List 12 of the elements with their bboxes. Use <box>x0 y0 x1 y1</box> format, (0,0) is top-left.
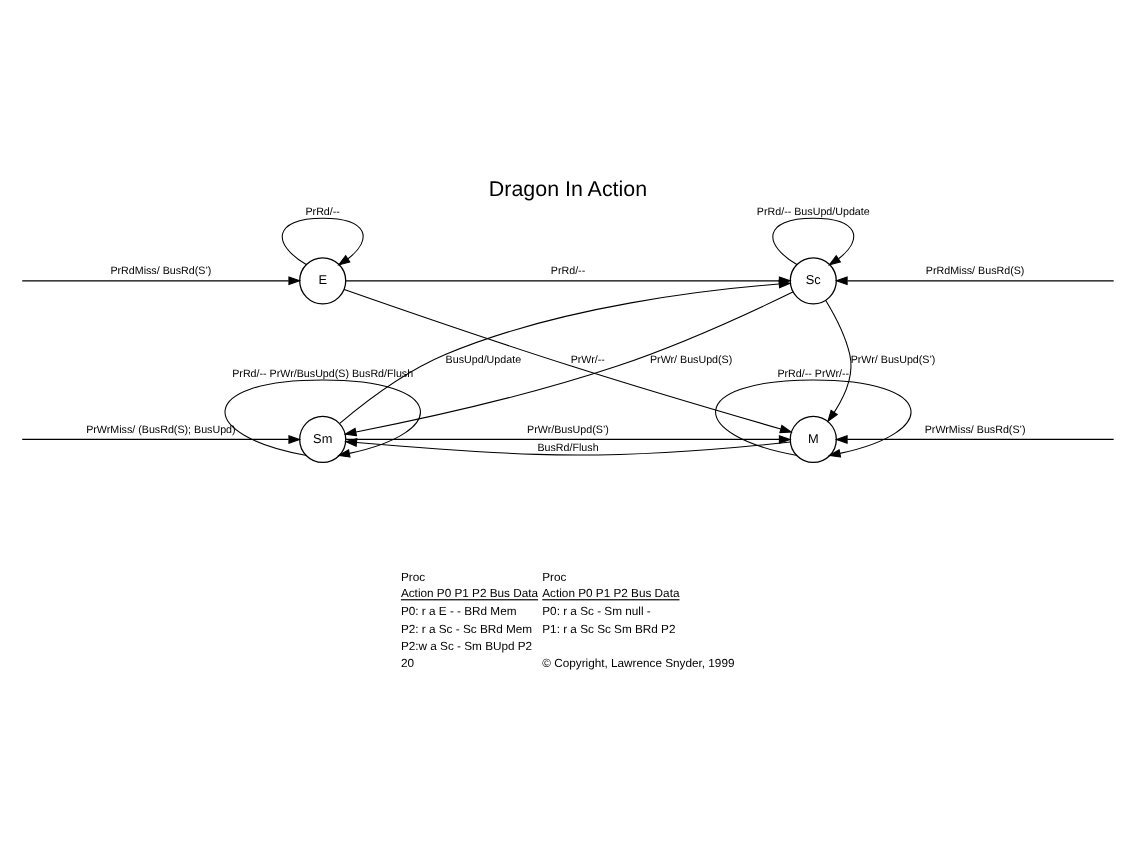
diagram-title: Dragon In Action <box>488 177 648 202</box>
arrow <box>772 217 855 266</box>
arrow <box>281 217 364 266</box>
arrow <box>834 276 1115 286</box>
arrow <box>21 276 302 286</box>
arrow <box>715 379 912 458</box>
arrow <box>345 434 792 444</box>
arrow <box>21 434 302 444</box>
arrow <box>224 379 421 458</box>
arrow <box>344 438 791 456</box>
arrow <box>825 299 852 423</box>
arrow <box>834 434 1115 444</box>
